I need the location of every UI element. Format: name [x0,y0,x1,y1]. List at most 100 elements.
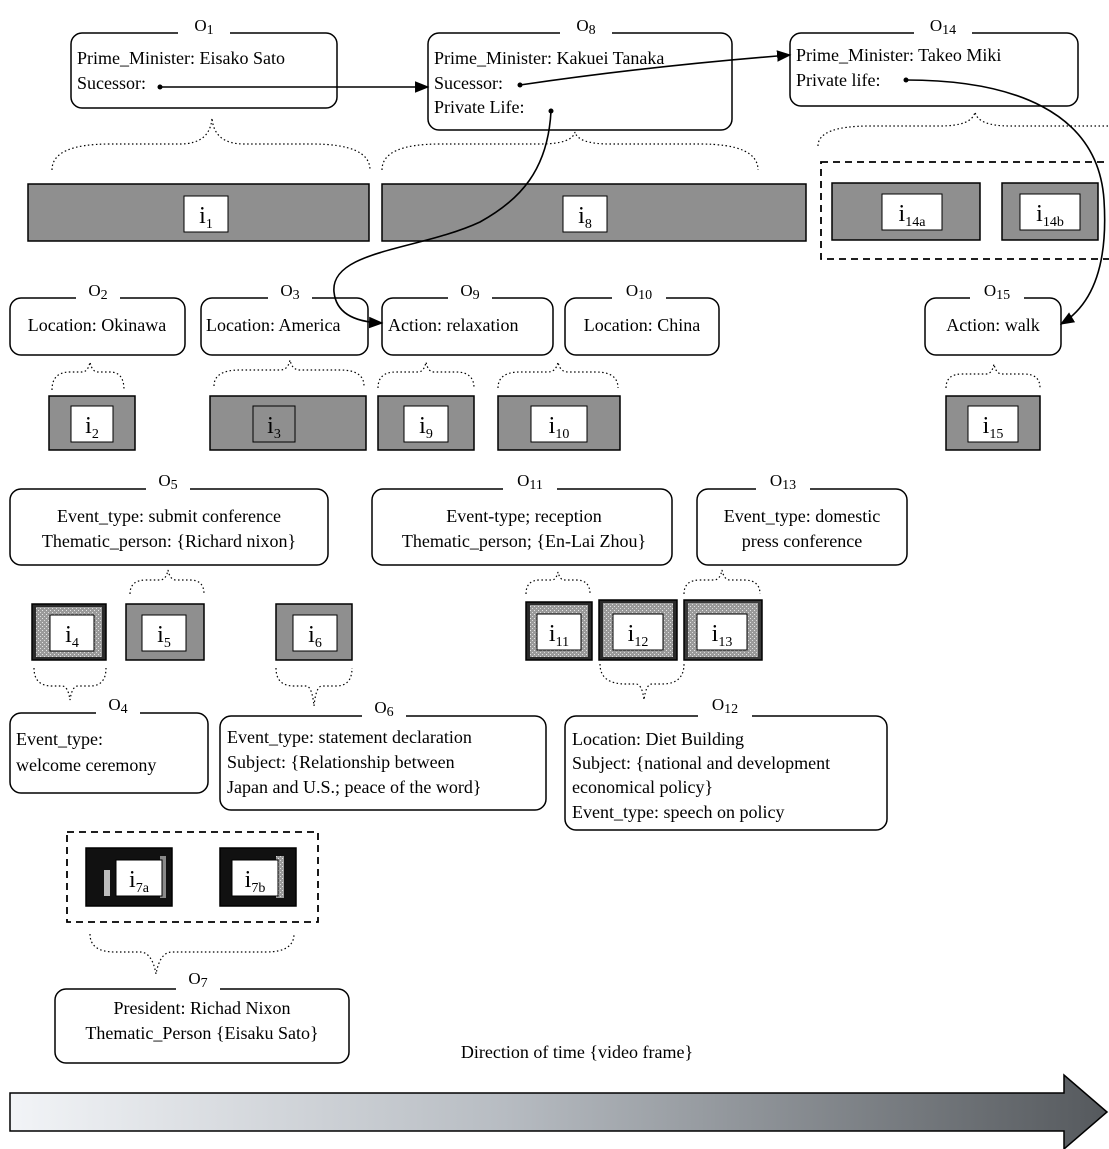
frame-i4-name: i [65,622,72,648]
frame-i15-index: 15 [989,427,1003,442]
group-i14 [820,161,1109,260]
frame-i14a: i14a [831,182,981,241]
video-frames: i1 i8 i14a i14b i2 i3 [27,182,1099,907]
o14-line-1: Prime_Minister: Takeo Miki [796,45,1001,65]
arrow-o14-to-o15 [905,79,1106,325]
frame-i9: i9 [377,395,475,451]
o10-line-1: Location: China [584,315,700,335]
frame-i8-name: i [578,203,585,229]
frame-i6: i6 [275,603,353,661]
o4-line-1: Event_type: [16,729,103,749]
frame-i14a-name: i [899,201,906,227]
svg-text:O11: O11 [517,471,543,493]
o2-name: O [88,281,100,300]
object-o8: O8 Prime_Minister: Kakuei Tanaka Sucesso… [427,16,733,131]
o2-line-1: Location: Okinawa [28,315,166,335]
o6-line-2: Subject: {Relationship between [227,752,455,772]
svg-text:i1: i1 [199,203,213,232]
brace-i4 [33,667,107,701]
svg-text:i2: i2 [85,413,99,442]
brace-i1 [51,117,371,171]
o1-line-1: Prime_Minister: Eisako Sato [77,48,285,68]
o9-name: O [460,281,472,300]
o8-line-3: Private Life: [434,97,524,117]
svg-text:i15: i15 [983,413,1004,442]
frame-i7a-index: 7a [136,881,150,896]
o13-line-1: Event_type: domestic [724,506,880,526]
frame-i9-index: 9 [426,427,433,442]
svg-text:O9: O9 [460,281,479,303]
o1-name: O [194,16,206,35]
o12-line-1: Location: Diet Building [572,729,744,749]
frame-i5: i5 [125,603,205,661]
o11-line-1: Event-type; reception [446,506,601,526]
o6-line-1: Event_type: statement declaration [227,727,472,747]
o11-name: O [517,471,529,490]
braces [33,111,1109,975]
o11-index: 11 [529,478,542,493]
frame-i7a-name: i [129,867,136,893]
o13-line-2: press conference [742,531,862,551]
o5-line-1: Event_type: submit conference [57,506,281,526]
o8-index: 8 [589,23,596,38]
svg-text:i7a: i7a [129,867,150,896]
frame-i6-index: 6 [315,636,322,651]
o6-line-3: Japan and U.S.; peace of the word} [227,777,482,797]
o12-name: O [712,695,724,714]
object-o3: O3 Location: America [200,281,369,356]
frame-i14b: i14b [1001,182,1099,241]
o13-name: O [770,471,782,490]
o6-index: 6 [387,705,394,720]
o13-index: 13 [782,478,796,493]
frame-i5-index: 5 [164,636,171,651]
frame-i14b-index: 14b [1043,215,1064,230]
frame-i10: i10 [497,395,621,451]
object-o15: O15 Action: walk [924,281,1062,356]
group-i7 [66,831,319,923]
frame-i7b-name: i [245,867,252,893]
o14-index: 14 [942,23,956,38]
object-o2: O2 Location: Okinawa [9,281,186,356]
time-arrow [9,1073,1109,1149]
frame-i7b-index: 7b [251,881,265,896]
svg-text:i10: i10 [549,413,570,442]
o8-line-2: Sucessor: [434,73,503,93]
frame-i2-name: i [85,413,92,439]
o15-index: 15 [996,288,1010,303]
o7-name: O [188,969,200,988]
object-o12: O12 Location: Diet Building Subject: {na… [564,695,888,831]
o5-index: 5 [171,478,178,493]
o10-index: 10 [638,288,652,303]
frame-i12-name: i [628,621,635,647]
svg-text:O13: O13 [770,471,796,493]
frame-i15: i15 [945,395,1041,451]
frame-i12: i12 [598,599,678,661]
o8-line-1: Prime_Minister: Kakuei Tanaka [434,48,664,68]
o9-index: 9 [473,288,480,303]
svg-text:O1: O1 [194,16,213,38]
brace-i9 [377,361,475,389]
frame-i3-name: i [267,413,274,439]
frame-i2-index: 2 [92,427,99,442]
frame-i3-index: 3 [274,427,281,442]
o8-name: O [576,16,588,35]
o7-line-2: Thematic_Person {Eisaku Sato} [85,1023,318,1043]
o4-index: 4 [121,702,128,717]
object-o9: O9 Action: relaxation [381,281,554,356]
o4-name: O [108,695,120,714]
svg-text:O5: O5 [158,471,177,493]
brace-i12 [599,663,685,701]
brace-i15 [945,363,1041,389]
svg-text:i7b: i7b [245,867,266,896]
svg-text:i8: i8 [578,203,592,232]
o3-index: 3 [293,288,300,303]
svg-text:i4: i4 [65,622,79,651]
frame-i6-name: i [308,622,315,648]
o3-line-1: Location: America [206,315,340,335]
svg-text:i6: i6 [308,622,322,651]
frame-i13-name: i [712,621,719,647]
frame-i1-name: i [199,203,206,229]
frame-i12-index: 12 [634,635,648,650]
o7-index: 7 [201,976,208,991]
